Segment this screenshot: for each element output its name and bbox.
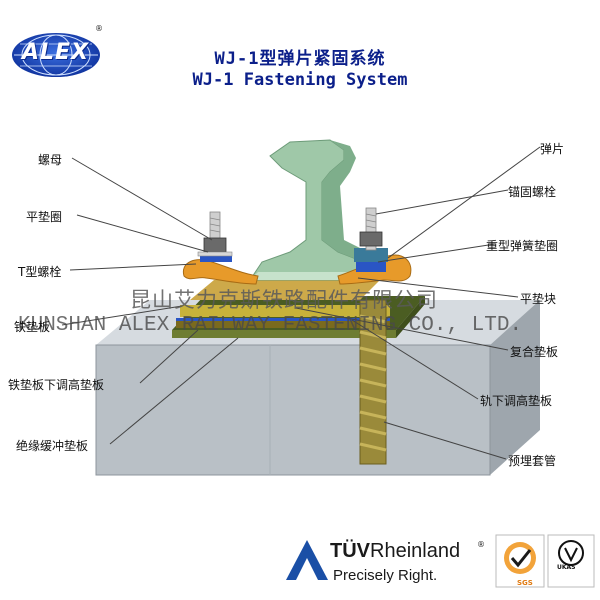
label-anchor-bolt: 锚固螺栓 — [508, 185, 557, 199]
logo-text: ALEX — [22, 40, 90, 65]
watermark-english: KUNSHAN ALEX RAILWAY FASTENING CO., LTD. — [18, 314, 523, 337]
label-insulating-pad: 绝缘缓冲垫板 — [16, 439, 89, 453]
tuv-logo-mark — [286, 540, 328, 580]
tuv-brand-suffix: Rheinland — [370, 540, 461, 562]
label-embedded-sleeve: 预埋套管 — [508, 454, 557, 468]
sgs-badge — [495, 534, 545, 588]
leader-lines — [61, 146, 541, 460]
sgs-label: SGS — [517, 579, 533, 587]
right-clip — [337, 248, 412, 285]
title-english: WJ-1 Fastening System — [192, 70, 408, 90]
ukas-label: UKAS — [557, 564, 576, 571]
label-nut: 螺母 — [38, 153, 63, 167]
left-bolt — [197, 211, 233, 257]
tuv-registered-mark: ® — [477, 540, 485, 549]
watermark-chinese: 昆山艾力克斯铁路配件有限公司 — [130, 288, 438, 312]
left-clip — [182, 254, 259, 285]
label-composite-pad: 复合垫板 — [510, 345, 559, 359]
label-clip: 弹片 — [540, 142, 565, 156]
registered-mark: ® — [95, 24, 103, 33]
label-iron-base-plate: 铁垫板 — [14, 320, 51, 334]
right-bolt — [359, 207, 383, 251]
tuv-brand: TÜVRheinland — [330, 540, 460, 563]
title-chinese: WJ-1型弹片紧固系统 — [214, 49, 386, 69]
tuv-tagline: Precisely Right. — [333, 567, 438, 584]
ukas-badge — [547, 534, 595, 588]
label-under-plate-shim: 铁垫板下调高垫板 — [8, 378, 105, 392]
label-rail-shim: 轨下调高垫板 — [480, 394, 553, 408]
label-flat-washer: 平垫圈 — [26, 210, 63, 224]
label-flat-pad-block: 平垫块 — [520, 292, 557, 306]
alex-logo — [12, 33, 100, 77]
label-t-bolt: T型螺栓 — [18, 265, 62, 279]
tuv-brand-prefix: TÜV — [330, 540, 370, 562]
label-spring-washer: 重型弹簧垫圈 — [486, 239, 559, 253]
